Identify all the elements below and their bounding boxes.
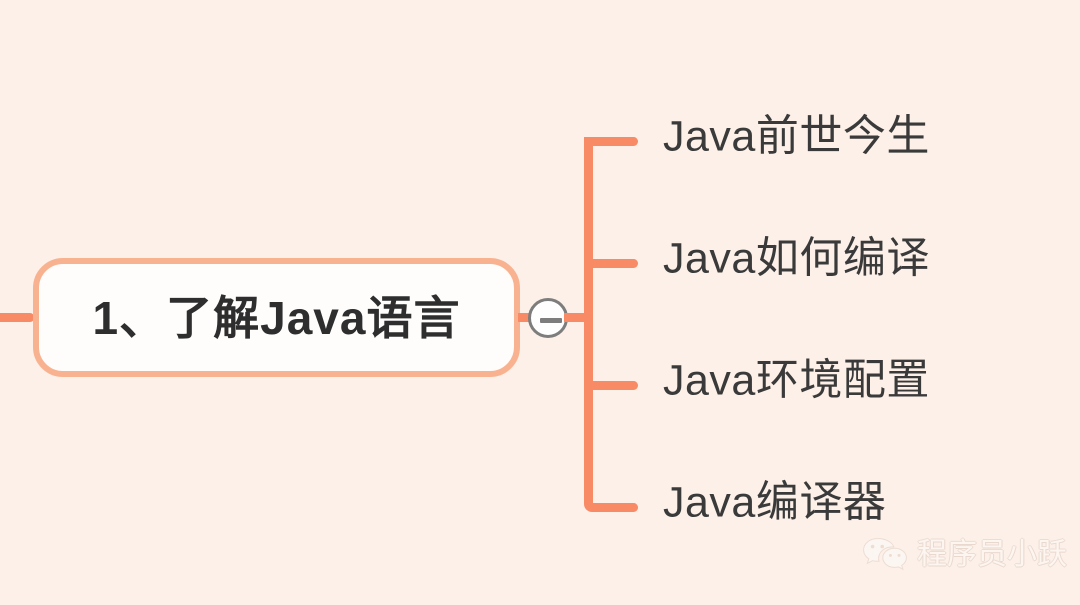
parent-connector-stub [0,313,34,322]
branch-label-4[interactable]: Java编译器 [663,478,887,527]
central-topic-node[interactable]: 1、了解Java语言 [33,258,520,377]
branch-connector [584,259,638,268]
collapse-toggle[interactable] [528,298,568,338]
watermark: 程序员小跃 [862,536,1067,574]
branch-connector [584,503,638,512]
wechat-icon [862,536,908,574]
branch-connector [584,381,638,390]
minus-icon [540,318,562,323]
branch-label-2[interactable]: Java如何编译 [663,234,930,283]
collapse-toggle-circle[interactable] [528,298,568,338]
branch-trunk-line [584,137,593,504]
branch-connector [584,137,638,146]
toggle-outbound-connector [564,313,593,322]
branch-label-1[interactable]: Java前世今生 [663,112,930,161]
watermark-text: 程序员小跃 [917,538,1067,571]
central-topic-label: 1、了解Java语言 [92,291,461,344]
toggle-inbound-connector [518,313,532,322]
branch-label-3[interactable]: Java环境配置 [663,356,930,405]
